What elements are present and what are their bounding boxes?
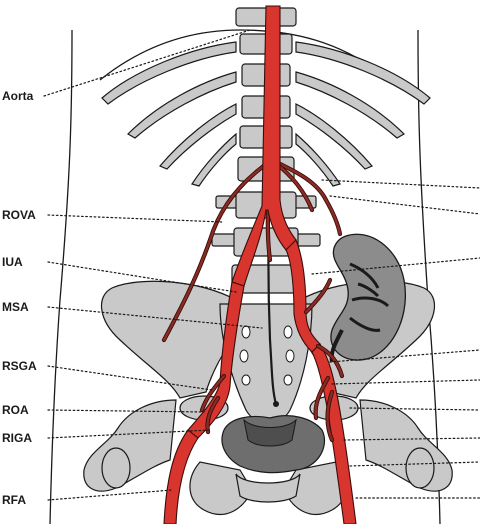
label-rfa: RFA [2, 493, 26, 507]
leader-right-6 [349, 407, 480, 411]
leader-rsga [47, 365, 213, 391]
leader-right-2 [329, 195, 480, 215]
catheter-tip [273, 401, 279, 407]
femur-heads [101, 447, 435, 489]
label-riga: RIGA [2, 431, 32, 445]
leader-right-8 [349, 461, 480, 467]
leader-right-4 [329, 349, 480, 363]
leader-roa [47, 409, 205, 413]
kidney [329, 233, 406, 363]
leader-rfa [47, 489, 173, 501]
label-msa: MSA [2, 300, 29, 314]
uterus [243, 418, 297, 447]
leader-right-1 [321, 179, 480, 189]
label-iua: IUA [2, 255, 23, 269]
leader-right-3 [311, 257, 480, 275]
aorta-iliac-tree [163, 5, 357, 524]
leader-right-7 [343, 437, 480, 441]
rib-cage [101, 41, 431, 187]
leader-lines [43, 29, 480, 501]
label-rsga: RSGA [2, 359, 37, 373]
leader-rova [47, 214, 223, 223]
leader-right-5 [331, 379, 480, 385]
leader-aorta [43, 29, 251, 97]
leader-riga [47, 429, 211, 439]
labels: Aorta ROVA IUA MSA RSGA ROA RIGA RFA [2, 89, 37, 507]
label-aorta: Aorta [2, 89, 34, 103]
label-roa: ROA [2, 403, 29, 417]
label-rova: ROVA [2, 208, 36, 222]
